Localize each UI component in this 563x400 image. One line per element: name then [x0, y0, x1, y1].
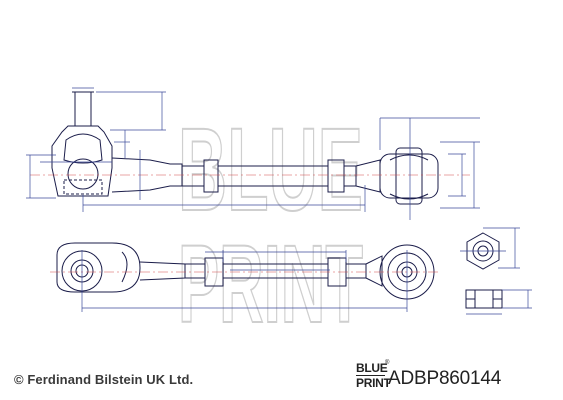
rubber-bushing — [379, 153, 439, 199]
nut-section — [465, 289, 503, 309]
nut-detail-dimensions — [460, 227, 520, 269]
watermark-line-2: PRINT — [178, 223, 363, 346]
registered-mark: ® — [385, 360, 390, 366]
brand-logo: BLUE PRINT ® — [356, 360, 391, 392]
brand-logo-bottom: PRINT — [356, 375, 391, 390]
bottom-dimensions — [81, 250, 408, 312]
top-dimensions — [26, 91, 480, 220]
part-number: ADBP860144 — [388, 368, 502, 389]
watermark-line-1: BLUE — [178, 104, 363, 236]
nut-section-dimensions — [466, 289, 532, 315]
left-eye-housing — [56, 242, 141, 293]
copyright-notice: © Ferdinand Bilstein UK Ltd. — [14, 372, 194, 387]
ball-joint-housing — [51, 125, 113, 197]
hex-nut — [466, 232, 500, 270]
brand-logo-top: BLUE — [356, 361, 388, 375]
watermark-logo: BLUE PRINT — [177, 103, 364, 347]
ball-stud — [74, 91, 92, 127]
